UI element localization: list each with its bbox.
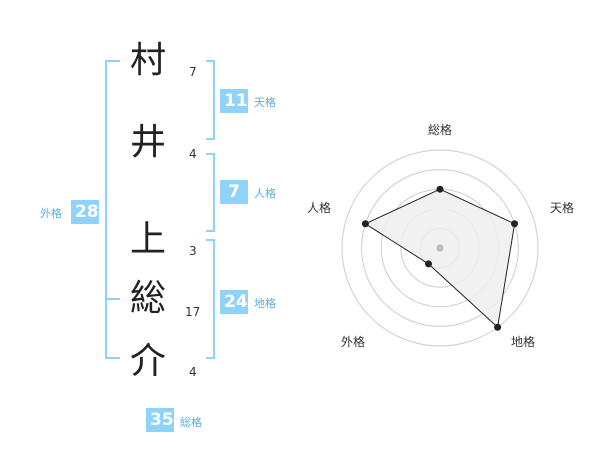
stroke-count-1: 7: [189, 65, 197, 79]
soukaku-label: 総格: [180, 416, 202, 429]
bracket-chikaku: [206, 239, 215, 359]
chikaku-value-badge: 24: [220, 290, 248, 314]
radar-axis-label-chikaku: 地格: [511, 335, 536, 349]
radar-point-2: [511, 220, 519, 228]
jinkaku-label: 人格: [254, 187, 276, 200]
radar-point-4: [424, 260, 432, 268]
name-char-5: 介: [129, 341, 166, 382]
name-char-1: 村: [129, 40, 166, 81]
soukaku-value-badge: 35: [146, 408, 174, 432]
stroke-count-4: 17: [185, 305, 201, 319]
radar-center-dot: [436, 244, 444, 252]
radar-ring-4: [361, 169, 519, 327]
radar-axis-label-tenkaku: 天格: [550, 201, 575, 215]
radar-axis-label-jinkaku: 人格: [307, 201, 332, 215]
radar-point-3: [494, 323, 502, 331]
stroke-count-2: 4: [189, 147, 197, 161]
stroke-count-5: 4: [189, 365, 197, 379]
chikaku-label: 地格: [254, 297, 276, 310]
name-char-3: 上: [129, 219, 166, 260]
bracket-jinkaku: [206, 153, 215, 232]
stroke-count-3: 3: [189, 244, 197, 258]
gaikaku-value-badge: 28: [71, 200, 99, 224]
name-char-4: 総: [129, 278, 166, 319]
radar-axis-label-soukaku: 総格: [428, 123, 453, 137]
jinkaku-value-badge: 7: [220, 180, 248, 204]
radar-point-5: [361, 220, 369, 228]
radar-point-1: [436, 185, 444, 193]
radar-polygon: [364, 188, 516, 329]
tenkaku-value-badge: 11: [220, 89, 248, 113]
radar-ring-5: [341, 149, 539, 347]
gaikaku-label: 外格: [40, 207, 62, 220]
bracket-tenkaku: [206, 60, 215, 140]
bracket-gaikaku: [105, 60, 120, 359]
radar-axis-label-gaikaku: 外格: [341, 335, 366, 349]
name-char-2: 井: [129, 122, 166, 163]
tenkaku-label: 天格: [254, 96, 276, 109]
